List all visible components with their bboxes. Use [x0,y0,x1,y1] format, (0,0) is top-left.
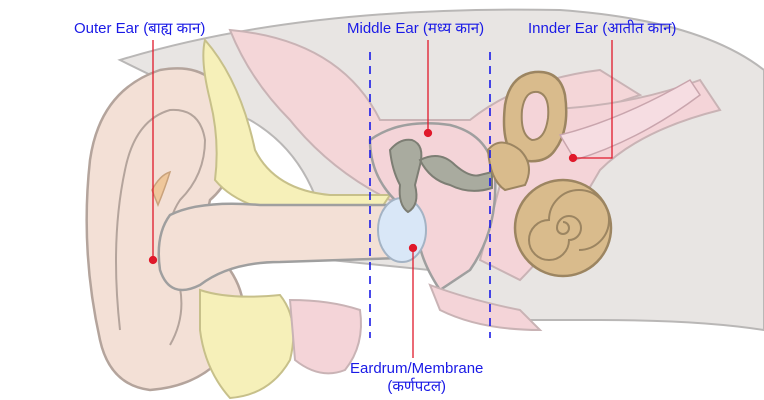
canal-hole [520,90,550,142]
eardrum [377,197,427,263]
vestibule [486,141,530,192]
eardrum-label-hindi: (कर्णपटल) [387,378,446,395]
eardrum-pointer-dot [408,243,418,253]
lower-tissue [288,298,362,375]
inner-ear-label: Innder Ear (आतीत कान) [528,20,677,37]
outer-ear-label: Outer Ear (बाह्य कान) [74,20,206,37]
eustachian-tube [428,283,543,332]
auditory-nerve [558,79,702,161]
ear-canal [157,202,402,292]
cartilage-accent [151,170,172,207]
middle-ear-label: Middle Ear (मध्य कान) [347,20,485,37]
cochlea-spiral [528,189,610,261]
cochlea [513,178,613,278]
inner-ear-pointer-line [573,40,613,159]
middle-ear-pointer-dot [423,128,433,138]
inner-ear-pointer-dot [568,153,578,163]
eardrum-label: Eardrum/Membrane (कर्णपटल) [350,360,483,396]
outer-ear-pointer-dot [148,255,158,265]
lower-cartilage [199,288,295,400]
eardrum-label-english: Eardrum/Membrane [350,360,484,377]
